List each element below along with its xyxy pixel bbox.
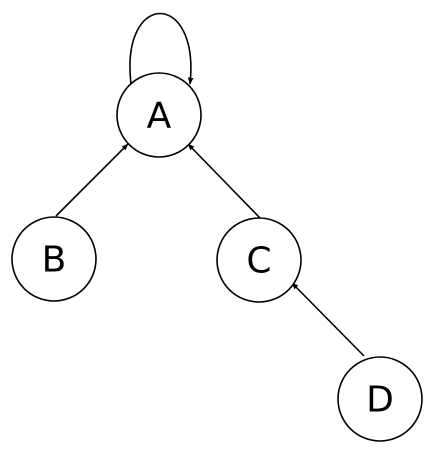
node-c-label: C	[246, 241, 271, 282]
node-a: A	[116, 72, 202, 158]
node-b: B	[11, 216, 97, 302]
node-d-label: D	[366, 380, 394, 421]
edge-a-to-a	[129, 12, 194, 85]
node-c: C	[216, 217, 302, 303]
node-b-label: B	[42, 240, 67, 281]
node-d: D	[337, 356, 423, 442]
edge-b-to-a	[55, 143, 129, 217]
edge-c-to-a	[187, 143, 261, 219]
node-a-label: A	[147, 96, 172, 137]
edge-d-to-c	[291, 282, 365, 357]
